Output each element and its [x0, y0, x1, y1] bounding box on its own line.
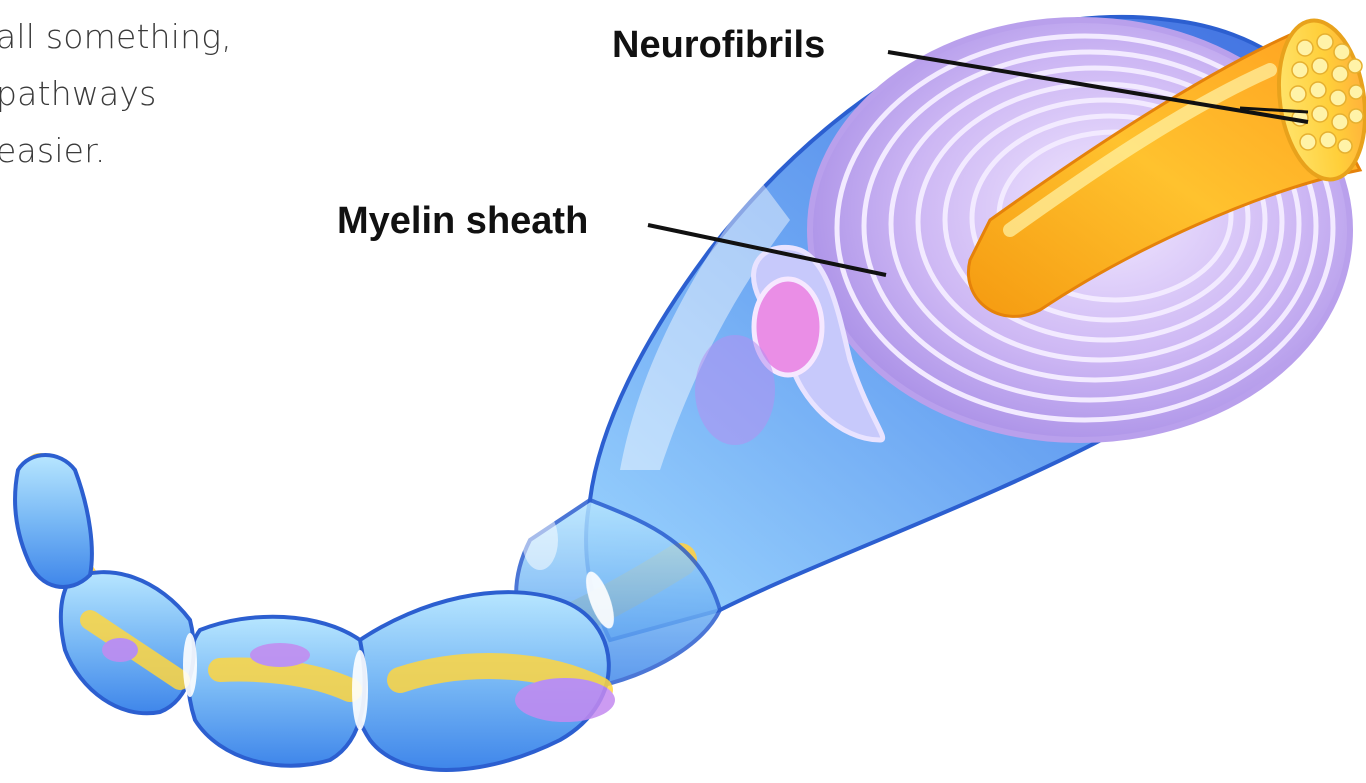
cytoplasm-blob — [695, 335, 775, 445]
internode-segment-5 — [15, 455, 92, 587]
neurofibrils-label: Neurofibrils — [612, 24, 825, 67]
myelin-sheath-label: Myelin sheath — [337, 200, 588, 243]
